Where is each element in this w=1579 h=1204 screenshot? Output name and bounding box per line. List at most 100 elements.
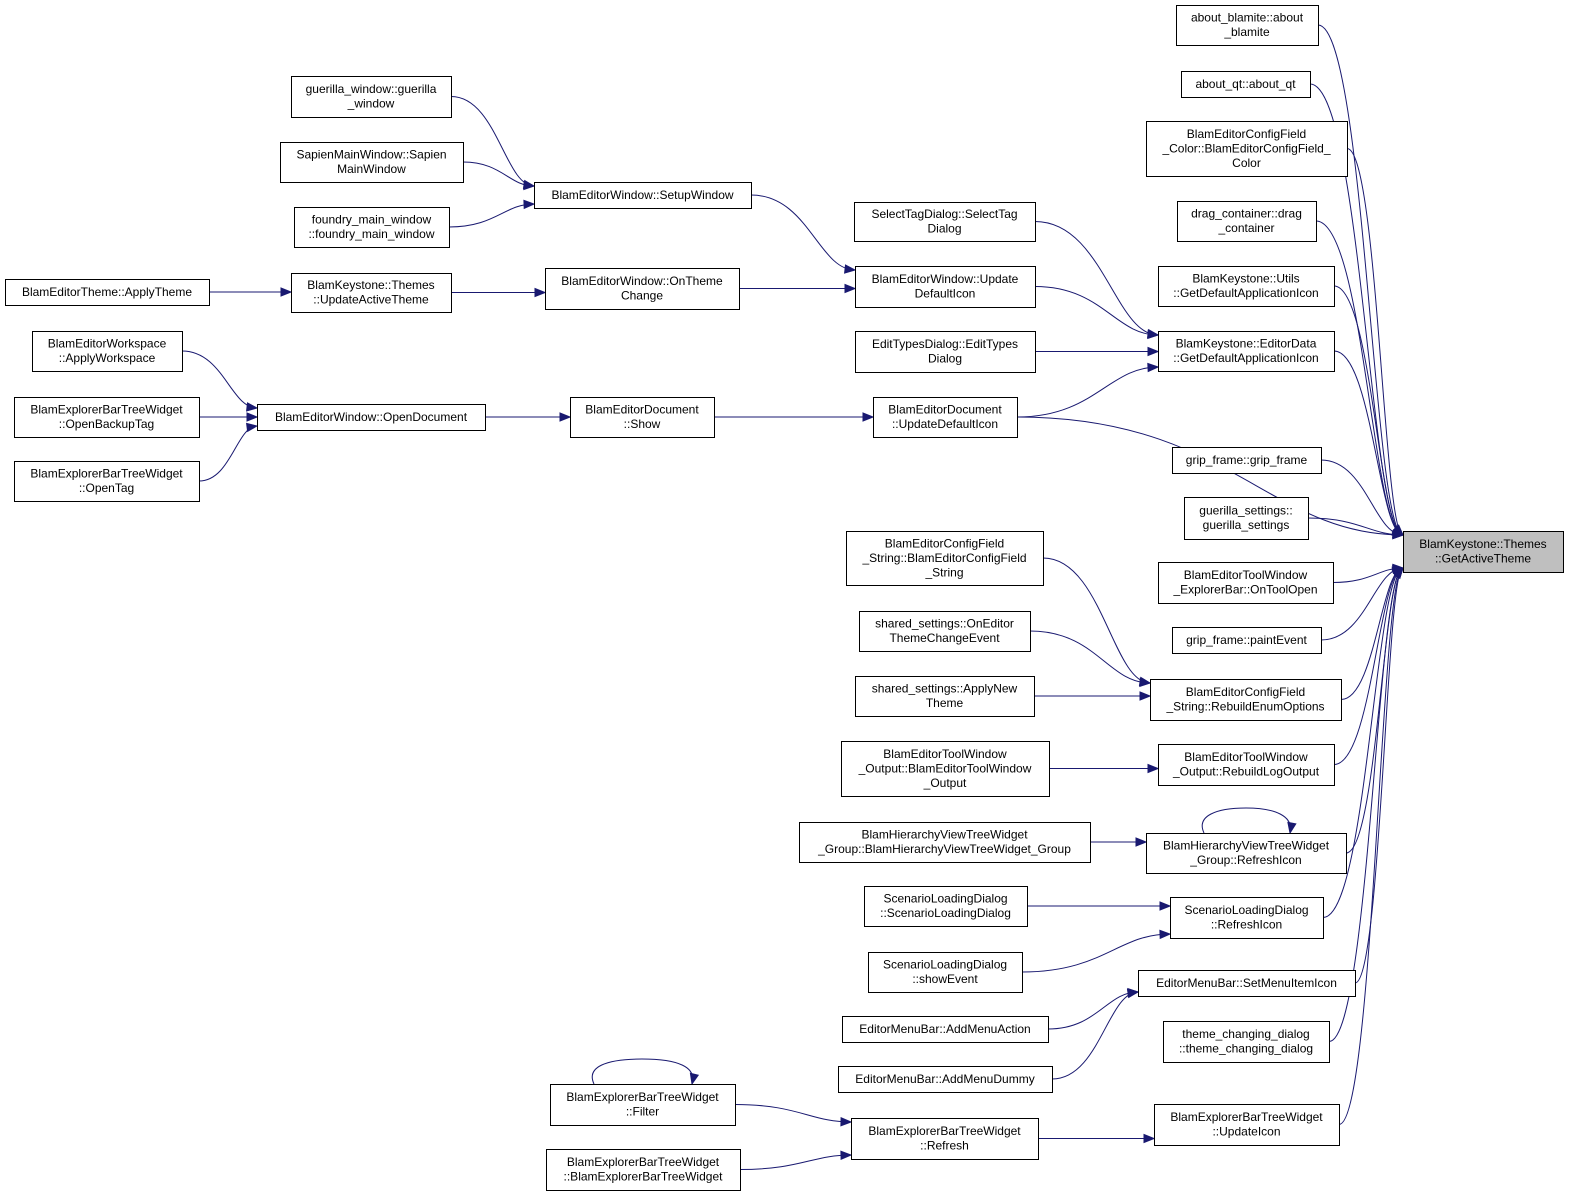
node-utils-icon[interactable]: BlamKeystone::Utils::GetDefaultApplicati…: [1158, 266, 1335, 307]
node-set-menu-icon[interactable]: EditorMenuBar::SetMenuItemIcon: [1138, 970, 1356, 997]
node-layer: about_blamite::about_blamiteabout_qt::ab…: [5, 5, 1564, 1191]
node-addmenudummy[interactable]: EditorMenuBar::AddMenuDummy: [838, 1066, 1053, 1093]
node-label-line: BlamEditorWindow::OnTheme: [561, 274, 723, 288]
node-openbackup[interactable]: BlamExplorerBarTreeWidget::OpenBackupTag: [14, 397, 200, 438]
node-label-line: BlamExplorerBarTreeWidget: [30, 467, 183, 481]
edge-path: [1317, 24, 1404, 536]
node-label-line: guerilla_settings::: [1199, 504, 1292, 518]
node-sapien[interactable]: SapienMainWindow::SapienMainWindow: [280, 142, 464, 183]
node-about-blamite[interactable]: about_blamite::about_blamite: [1176, 5, 1319, 46]
node-configcolor[interactable]: BlamEditorConfigField_Color::BlamEditorC…: [1146, 121, 1348, 177]
node-label-line: shared_settings::ApplyNew: [872, 682, 1018, 696]
edge-set-menu-icon-to-getactivetheme: [1354, 566, 1404, 984]
node-label-line: Dialog: [928, 352, 962, 366]
node-opendocument[interactable]: BlamEditorWindow::OpenDocument: [257, 404, 486, 431]
edge-path: [1354, 567, 1404, 984]
node-addmenuaction[interactable]: EditorMenuBar::AddMenuAction: [842, 1016, 1049, 1043]
node-rebuild-log[interactable]: BlamEditorToolWindow_Output::RebuildLogO…: [1158, 744, 1335, 786]
node-update-active-theme[interactable]: BlamKeystone::Themes::UpdateActiveTheme: [291, 273, 452, 313]
node-label-line: _window: [347, 97, 395, 111]
node-guerilla-window[interactable]: guerilla_window::guerilla_window: [291, 76, 452, 118]
edge-doc-update-icon-to-editordata-icon: [1016, 362, 1160, 418]
edge-hier-refresh-icon-to-hier-refresh-icon: [1201, 807, 1297, 835]
node-grip-frame[interactable]: grip_frame::grip_frame: [1172, 447, 1322, 474]
arrowhead: [840, 1117, 853, 1127]
node-setupwindow[interactable]: BlamEditorWindow::SetupWindow: [534, 182, 752, 209]
node-theme-changing[interactable]: theme_changing_dialog::theme_changing_di…: [1163, 1021, 1330, 1063]
node-grip-paint[interactable]: grip_frame::paintEvent: [1172, 627, 1322, 654]
node-refresh[interactable]: BlamExplorerBarTreeWidget::Refresh: [851, 1118, 1039, 1160]
node-guerilla-settings[interactable]: guerilla_settings::guerilla_settings: [1184, 497, 1309, 540]
node-foundry[interactable]: foundry_main_window::foundry_main_window: [294, 207, 450, 248]
node-hier-refresh-icon[interactable]: BlamHierarchyViewTreeWidget_Group::Refre…: [1146, 833, 1347, 874]
arrowhead: [1392, 529, 1405, 540]
arrowhead: [1126, 988, 1140, 999]
edge-edittypes-to-editordata-icon: [1035, 346, 1160, 357]
node-label-line: BlamExplorerBarTreeWidget: [567, 1155, 720, 1169]
node-label-line: Dialog: [927, 222, 961, 236]
node-applytheme[interactable]: BlamEditorTheme::ApplyTheme: [5, 279, 210, 306]
node-label-line: MainWindow: [337, 162, 406, 176]
arrowhead: [1139, 677, 1152, 688]
node-applyworkspace[interactable]: BlamEditorWorkspace::ApplyWorkspace: [32, 331, 183, 372]
edge-path: [1346, 148, 1404, 536]
node-scen-ctor[interactable]: ScenarioLoadingDialog::ScenarioLoadingDi…: [864, 886, 1028, 927]
node-box: [1403, 531, 1564, 573]
node-doc-show[interactable]: BlamEditorDocument::Show: [570, 397, 715, 438]
node-label-line: ::UpdateActiveTheme: [313, 293, 429, 307]
node-scen-refresh-icon[interactable]: ScenarioLoadingDialog::RefreshIcon: [1170, 897, 1324, 939]
node-scen-show[interactable]: ScenarioLoadingDialog::showEvent: [868, 952, 1023, 993]
node-explorer-update-icon[interactable]: BlamExplorerBarTreeWidget::UpdateIcon: [1154, 1104, 1340, 1146]
node-hier-ctor[interactable]: BlamHierarchyViewTreeWidget_Group::BlamH…: [799, 822, 1091, 863]
node-label-line: ::BlamExplorerBarTreeWidget: [564, 1170, 724, 1184]
node-about-qt[interactable]: about_qt::about_qt: [1181, 71, 1311, 98]
node-box: [1158, 562, 1334, 604]
node-rebuild-enum[interactable]: BlamEditorConfigField_String::RebuildEnu…: [1150, 679, 1342, 721]
arrowhead: [534, 287, 547, 298]
node-editordata-icon[interactable]: BlamKeystone::EditorData::GetDefaultAppl…: [1158, 331, 1335, 372]
node-box: [1177, 201, 1317, 242]
node-configstring-ctor[interactable]: BlamEditorConfigField_String::BlamEditor…: [846, 531, 1044, 586]
node-label-line: BlamEditorToolWindow: [1184, 750, 1308, 764]
arrowhead: [1287, 821, 1297, 835]
edge-foundry-to-setupwindow: [448, 199, 536, 228]
node-label-line: EditTypesDialog::EditTypes: [872, 337, 1018, 351]
node-tool-explorer-open[interactable]: BlamEditorToolWindow_ExplorerBar::OnTool…: [1158, 562, 1334, 604]
node-win-update-icon[interactable]: BlamEditorWindow::UpdateDefaultIcon: [855, 266, 1036, 308]
edge-path: [1340, 567, 1404, 700]
node-label-line: BlamEditorDocument: [585, 403, 699, 417]
node-label-line: ::Filter: [626, 1105, 659, 1119]
edge-shared-applynew-to-rebuild-enum: [1034, 691, 1152, 701]
node-box: [280, 142, 464, 183]
edge-filter-to-filter: [591, 1058, 700, 1086]
node-filter[interactable]: BlamExplorerBarTreeWidget::Filter: [550, 1084, 736, 1126]
node-explorer-ctor[interactable]: BlamExplorerBarTreeWidget::BlamExplorerB…: [546, 1149, 741, 1191]
node-label-line: _Color::BlamEditorConfigField_: [1161, 141, 1330, 155]
node-opentag[interactable]: BlamExplorerBarTreeWidget::OpenTag: [14, 461, 200, 502]
node-label-line: drag_container::drag: [1191, 207, 1302, 221]
node-doc-update-icon[interactable]: BlamEditorDocument::UpdateDefaultIcon: [873, 397, 1018, 438]
node-label-line: Theme: [926, 696, 964, 710]
node-label-line: ::UpdateIcon: [1212, 1125, 1280, 1139]
node-label-line: ThemeChangeEvent: [889, 631, 1000, 645]
arrowhead: [1139, 691, 1152, 701]
arrowhead: [689, 1072, 700, 1086]
node-drag[interactable]: drag_container::drag_container: [1177, 201, 1317, 242]
node-shared-onthemechange[interactable]: shared_settings::OnEditorThemeChangeEven…: [859, 611, 1031, 652]
node-box: [550, 1084, 736, 1126]
node-selecttag[interactable]: SelectTagDialog::SelectTagDialog: [854, 202, 1036, 242]
edge-sapien-to-setupwindow: [462, 161, 536, 191]
node-getactivetheme[interactable]: BlamKeystone::Themes::GetActiveTheme: [1403, 531, 1564, 573]
edge-rebuild-enum-to-getactivetheme: [1340, 566, 1405, 700]
edge-addmenudummy-to-set-menu-icon: [1051, 988, 1140, 1080]
edge-configstring-ctor-to-rebuild-enum: [1042, 557, 1152, 686]
edge-path: [1034, 221, 1159, 336]
node-box: [1176, 5, 1319, 46]
node-box: [14, 461, 200, 502]
node-tooloutput-ctor[interactable]: BlamEditorToolWindow_Output::BlamEditorT…: [841, 741, 1050, 797]
edge-tooloutput-ctor-to-rebuild-log: [1049, 763, 1160, 774]
node-edittypes[interactable]: EditTypesDialog::EditTypesDialog: [855, 331, 1036, 373]
node-box: [1154, 1104, 1340, 1146]
